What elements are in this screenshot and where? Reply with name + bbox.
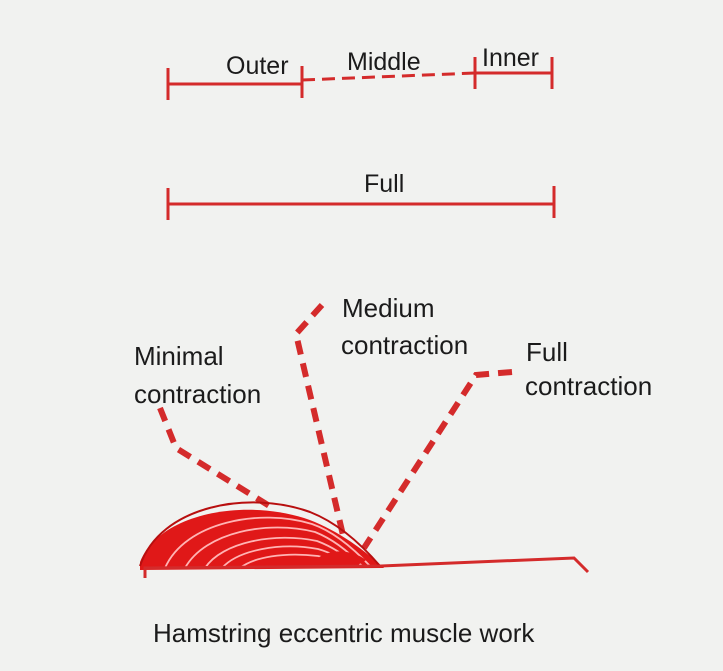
minimal-contraction-label-line1: Minimal xyxy=(134,341,224,371)
muscle-baseline xyxy=(143,556,590,578)
minimal-contraction-leader xyxy=(157,406,278,513)
middle-label: Middle xyxy=(347,48,421,76)
contraction-leaders xyxy=(157,302,513,550)
middle-range-dashed-line xyxy=(301,71,476,82)
medium-contraction-label-line2: contraction xyxy=(341,330,468,360)
medium-contraction-label-line1: Medium xyxy=(342,293,434,323)
contraction-label-group: Minimal contraction Medium contraction F… xyxy=(134,293,652,409)
inner-label: Inner xyxy=(482,44,539,72)
range-scale-full: Full xyxy=(166,170,556,220)
muscle-arc-outer xyxy=(139,501,381,567)
medium-contraction-leader xyxy=(292,302,349,549)
range-scale-top: Outer Middle Inner xyxy=(166,44,554,100)
diagram-caption: Hamstring eccentric muscle work xyxy=(153,618,535,648)
muscle-contraction-arcs xyxy=(139,501,590,578)
full-contraction-leader xyxy=(361,369,513,550)
muscle-arc-2 xyxy=(164,516,371,569)
full-contraction-label-line1: Full xyxy=(526,337,568,367)
outer-label: Outer xyxy=(226,52,289,80)
full-label: Full xyxy=(364,170,404,198)
muscle-arc-3 xyxy=(184,526,363,569)
muscle-inner-blob xyxy=(318,551,366,568)
full-contraction-label-line2: contraction xyxy=(525,371,652,401)
minimal-contraction-label-line2: contraction xyxy=(134,379,261,409)
